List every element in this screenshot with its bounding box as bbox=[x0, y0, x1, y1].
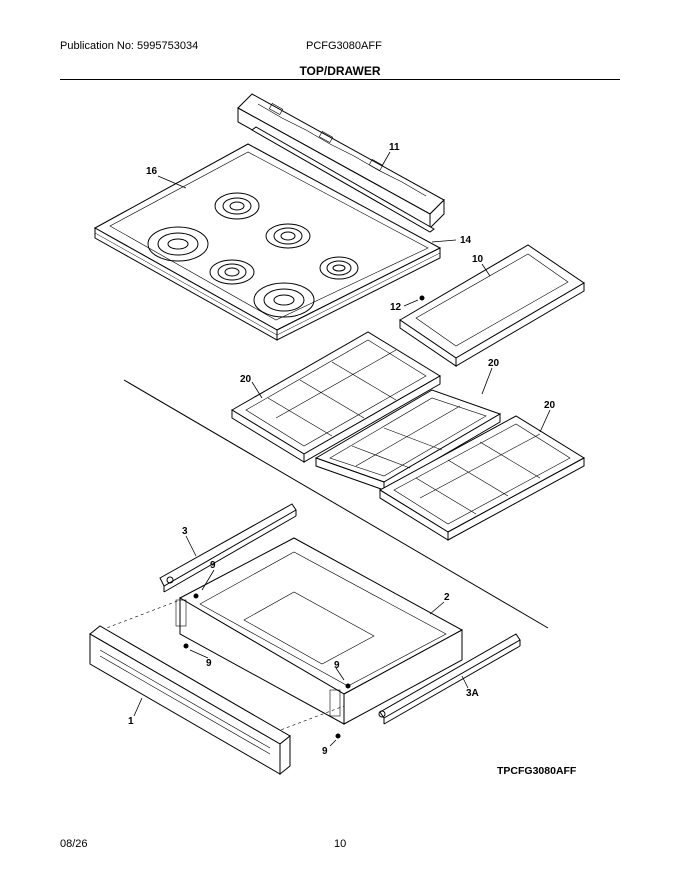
section-title: TOP/DRAWER bbox=[299, 64, 381, 78]
grate-center bbox=[314, 389, 502, 491]
burner bbox=[147, 226, 209, 262]
grate-left bbox=[231, 331, 441, 463]
callout-16: 16 bbox=[146, 166, 158, 177]
drawer-box bbox=[175, 537, 464, 725]
callout-20-center: 20 bbox=[488, 358, 500, 369]
callout-2: 2 bbox=[444, 592, 450, 603]
callout-14: 14 bbox=[460, 235, 472, 246]
callout-3a: 3A bbox=[466, 688, 479, 699]
cooktop-main-top bbox=[93, 143, 442, 341]
section-divider bbox=[123, 379, 549, 629]
burner bbox=[209, 259, 255, 285]
callout-3: 3 bbox=[182, 526, 188, 537]
burner bbox=[265, 223, 311, 249]
model-number: PCFG3080AFF bbox=[306, 40, 382, 52]
callout-12: 12 bbox=[390, 302, 402, 313]
drawer-screws bbox=[183, 593, 351, 739]
callout-9-top: 9 bbox=[210, 560, 216, 571]
backguard bbox=[237, 93, 445, 230]
burner bbox=[214, 192, 260, 220]
header-rule bbox=[60, 79, 620, 80]
screw bbox=[419, 295, 425, 301]
callout-9-right: 9 bbox=[334, 660, 340, 671]
callout-10: 10 bbox=[472, 254, 484, 265]
publication-number: Publication No: 5995753034 bbox=[60, 40, 199, 52]
callout-1: 1 bbox=[128, 716, 134, 727]
burner bbox=[253, 282, 315, 318]
leader-lines bbox=[133, 151, 551, 747]
diagram-code: TPCFG3080AFF bbox=[497, 765, 577, 777]
callout-labels: 16 11 14 10 12 20 20 20 3 9 2 9 9 3A 1 9 bbox=[128, 142, 556, 757]
callout-20-right: 20 bbox=[544, 400, 556, 411]
burner bbox=[319, 256, 359, 280]
drawer-slide-left bbox=[159, 503, 297, 593]
drawer-front bbox=[89, 625, 291, 776]
trim-strip bbox=[251, 126, 435, 233]
callout-20-left: 20 bbox=[240, 374, 252, 385]
footer-date: 08/26 bbox=[60, 838, 88, 850]
drawer-slide-right bbox=[378, 633, 521, 725]
page-number: 10 bbox=[334, 838, 347, 850]
callout-11: 11 bbox=[389, 142, 400, 153]
grate-right bbox=[379, 415, 585, 541]
callout-9-left: 9 bbox=[206, 658, 212, 669]
callout-9-bottom: 9 bbox=[322, 746, 328, 757]
griddle bbox=[399, 244, 585, 367]
